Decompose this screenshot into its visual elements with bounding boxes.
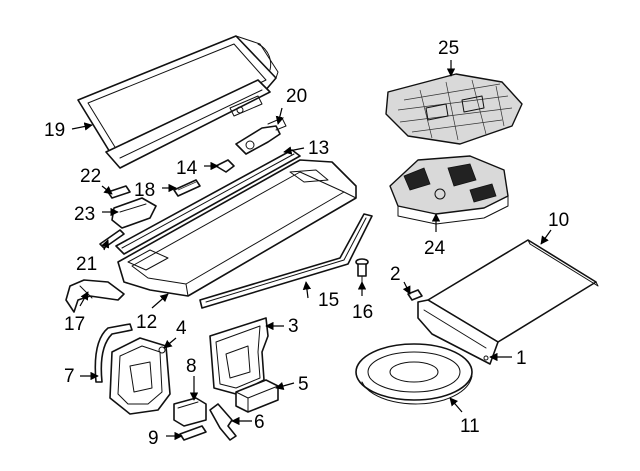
leader-15 bbox=[302, 281, 312, 299]
side-panel-3 bbox=[209, 317, 269, 395]
trim-strip bbox=[115, 149, 301, 255]
callout-5: 5 bbox=[298, 374, 309, 395]
edge-trim-7 bbox=[94, 323, 133, 383]
callout-14: 14 bbox=[176, 158, 198, 179]
package-tray bbox=[117, 159, 357, 297]
small-clip-14 bbox=[215, 159, 235, 173]
cap-2 bbox=[407, 289, 423, 301]
hook-6 bbox=[209, 403, 237, 441]
cover-9 bbox=[179, 425, 207, 441]
callout-6: 6 bbox=[254, 412, 265, 433]
leader-13 bbox=[283, 146, 305, 155]
callout-8: 8 bbox=[186, 356, 197, 377]
callout-20: 20 bbox=[286, 86, 307, 107]
leader-5 bbox=[275, 381, 295, 391]
callout-11: 11 bbox=[460, 416, 480, 437]
callout-19: 19 bbox=[44, 120, 65, 141]
callout-21: 21 bbox=[76, 254, 97, 275]
trim-17 bbox=[65, 279, 125, 313]
box-5 bbox=[235, 379, 279, 413]
cargo-cover-roller bbox=[77, 35, 279, 169]
sill-plate-1 bbox=[417, 299, 499, 365]
callout-13: 13 bbox=[308, 138, 329, 159]
leader-20 bbox=[275, 107, 284, 125]
seal-strip bbox=[199, 213, 373, 309]
callout-15: 15 bbox=[318, 290, 339, 311]
callout-12: 12 bbox=[136, 312, 157, 333]
callout-22: 22 bbox=[80, 166, 101, 187]
cover-23 bbox=[111, 197, 157, 229]
tire-well-11 bbox=[355, 343, 473, 405]
leader-19 bbox=[71, 122, 93, 131]
callout-9: 9 bbox=[148, 428, 159, 449]
callout-7: 7 bbox=[64, 366, 75, 387]
leader-17 bbox=[79, 291, 89, 307]
leader-10 bbox=[540, 229, 552, 245]
callout-18: 18 bbox=[134, 180, 155, 201]
callout-25: 25 bbox=[438, 38, 459, 59]
leader-4 bbox=[163, 337, 177, 349]
callout-1: 1 bbox=[516, 348, 527, 369]
side-panel-4 bbox=[109, 337, 171, 415]
callout-2: 2 bbox=[390, 264, 401, 285]
callout-labels: 19 20 13 14 18 22 23 21 12 15 16 17 7 4 … bbox=[44, 38, 569, 449]
leader-21 bbox=[101, 239, 110, 251]
cover-clip bbox=[235, 117, 287, 155]
bracket-8 bbox=[173, 397, 207, 427]
callout-24: 24 bbox=[424, 238, 446, 259]
callout-4: 4 bbox=[176, 318, 187, 339]
callout-3: 3 bbox=[288, 316, 299, 337]
grille-18 bbox=[173, 179, 201, 197]
leader-22 bbox=[101, 185, 113, 195]
callout-17: 17 bbox=[64, 314, 85, 335]
leader-2 bbox=[402, 281, 411, 295]
callout-23: 23 bbox=[74, 204, 95, 225]
callout-16: 16 bbox=[352, 302, 373, 323]
tool-tray-25 bbox=[385, 73, 523, 145]
leader-12 bbox=[151, 293, 169, 309]
leader-lines bbox=[71, 60, 552, 441]
callout-10: 10 bbox=[548, 210, 569, 231]
spare-insert-24 bbox=[389, 155, 509, 225]
clip-22 bbox=[107, 185, 131, 199]
leader-11 bbox=[449, 397, 463, 413]
